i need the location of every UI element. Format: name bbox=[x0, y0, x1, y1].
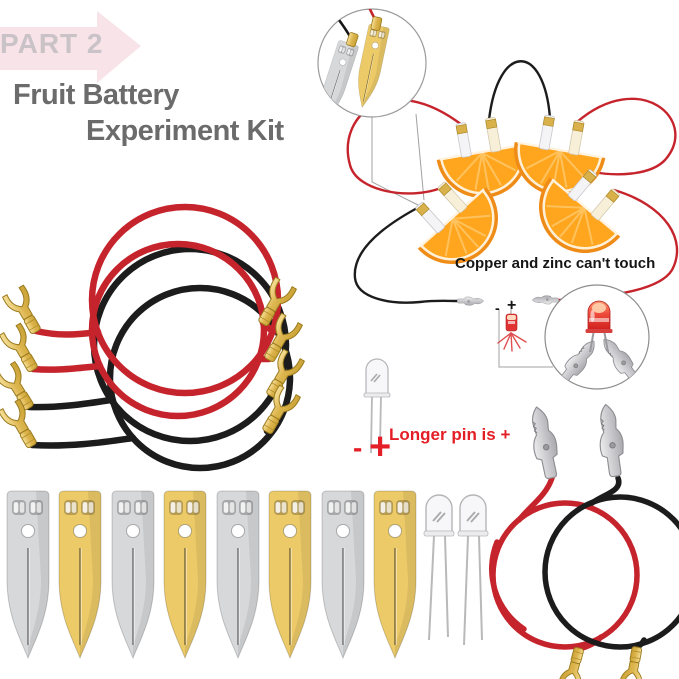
clear-led-icon bbox=[423, 494, 455, 641]
alligator-clip-black-icon bbox=[593, 402, 629, 479]
clear-led-icon bbox=[457, 494, 489, 646]
clear-leds bbox=[423, 494, 489, 646]
callout-leader-lines bbox=[371, 113, 553, 368]
inset-electrodes bbox=[317, 8, 427, 118]
clip-led-assembly bbox=[457, 295, 559, 352]
part-badge-arrow bbox=[0, 11, 141, 83]
fork-terminal-black-end bbox=[618, 644, 649, 679]
red-wire-right-arc bbox=[575, 97, 677, 176]
led-polarity-note: Longer pin is + bbox=[389, 425, 511, 444]
plate-copper bbox=[268, 490, 312, 659]
alligator-clip-wires bbox=[489, 475, 679, 652]
led-minus-label: - bbox=[353, 432, 363, 463]
circuit-warning-note: Copper and zinc can't touch bbox=[455, 255, 656, 272]
plate-zinc bbox=[6, 490, 50, 659]
led-plus-label: + bbox=[369, 426, 392, 468]
part-badge-label: PART 2 bbox=[0, 28, 104, 59]
product-title-line2: Experiment Kit bbox=[86, 115, 284, 147]
black-clip-wire-loop bbox=[542, 494, 679, 650]
inset-red-led-icon bbox=[585, 300, 613, 333]
clip-minus-label: - bbox=[495, 300, 500, 316]
black-wire-to-clip bbox=[353, 204, 459, 304]
black-wire-top-arc bbox=[487, 60, 552, 122]
glowing-led-icon bbox=[497, 313, 527, 352]
fork-terminal-red-end bbox=[557, 644, 591, 679]
jumper-wires bbox=[25, 203, 294, 472]
product-title-line1: Fruit Battery bbox=[13, 79, 179, 111]
clip-plus-label: + bbox=[507, 297, 517, 314]
plate-copper bbox=[163, 490, 207, 659]
alligator-clip-left-icon bbox=[457, 296, 485, 306]
plate-zinc bbox=[111, 490, 155, 659]
electrode-plates-row bbox=[6, 490, 417, 659]
plate-copper bbox=[58, 490, 102, 659]
polarity-led bbox=[363, 358, 391, 454]
plate-zinc bbox=[216, 490, 260, 659]
plate-copper bbox=[373, 490, 417, 659]
inset-led-clips bbox=[544, 284, 650, 390]
plate-zinc bbox=[321, 490, 365, 659]
alligator-clip-right-icon bbox=[531, 295, 559, 305]
alligator-clip-red-icon bbox=[524, 403, 564, 481]
